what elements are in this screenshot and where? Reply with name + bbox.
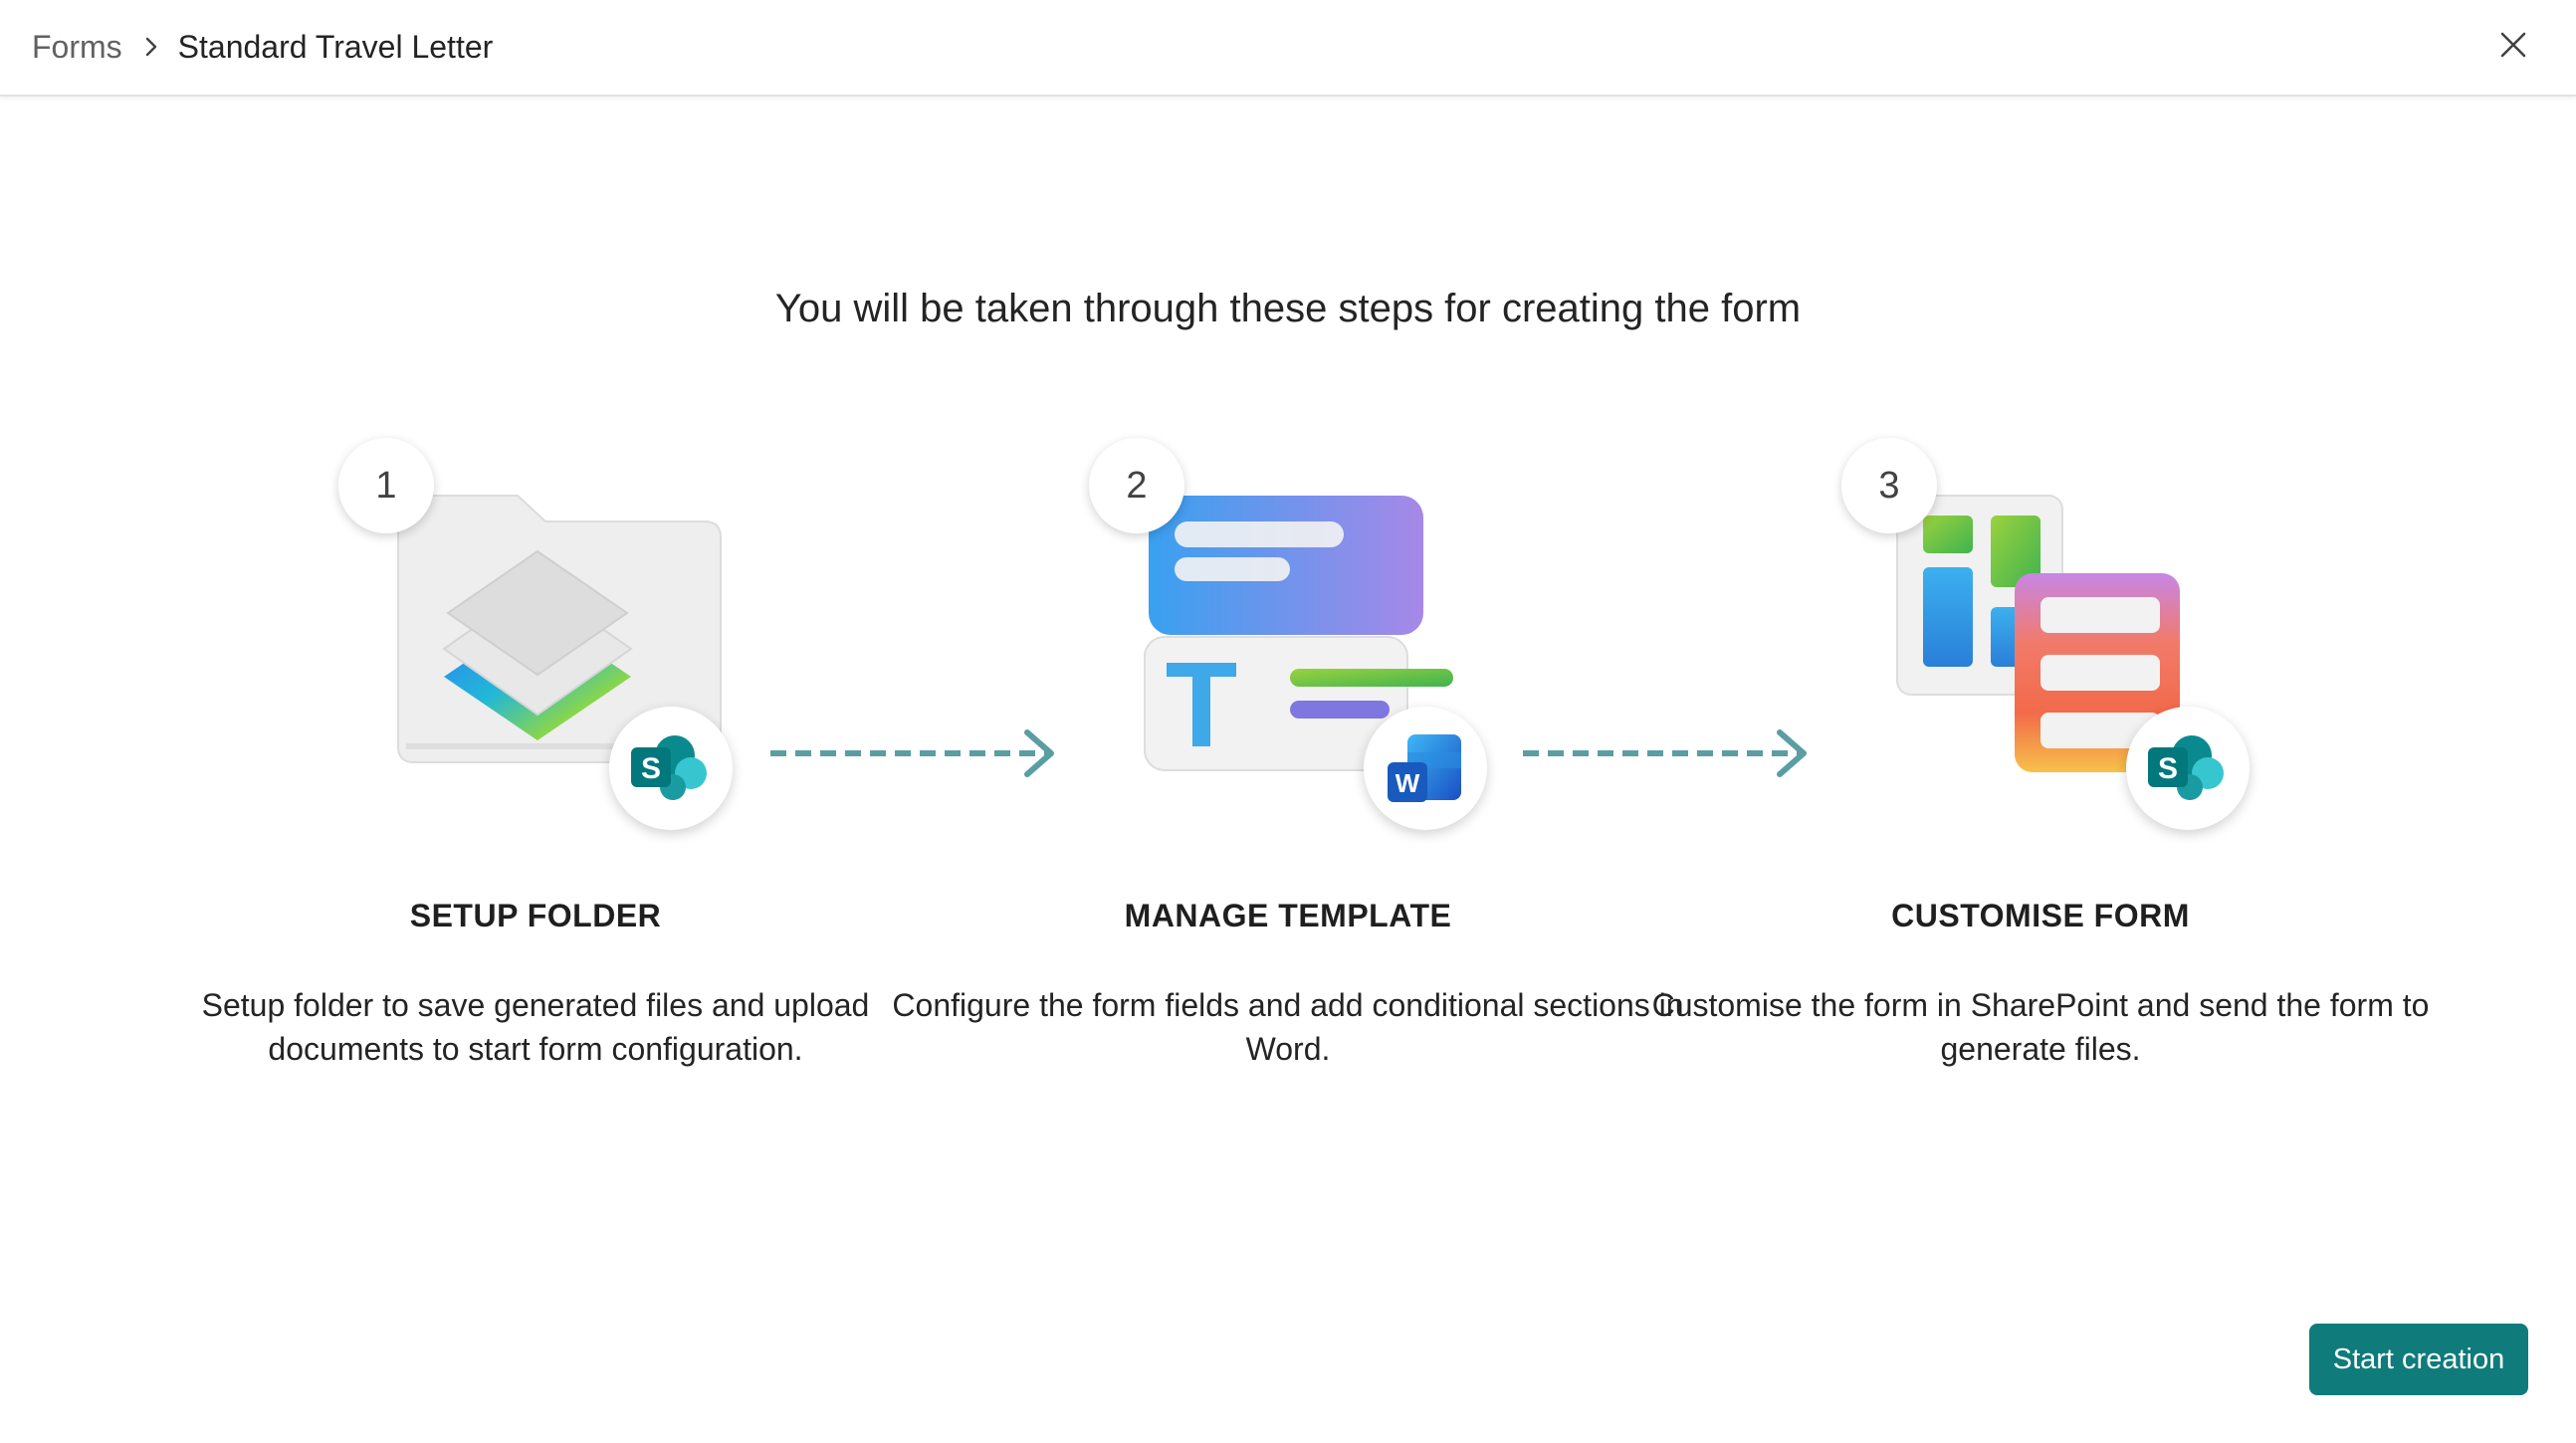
step-title: SETUP FOLDER <box>409 898 662 933</box>
template-illustration: 2 W <box>890 418 1686 836</box>
close-icon <box>2500 32 2526 58</box>
close-button[interactable] <box>2488 20 2538 70</box>
dashed-arrow-icon <box>1523 729 1807 777</box>
sharepoint-icon: S <box>2126 707 2250 830</box>
step-title: MANAGE TEMPLATE <box>1124 898 1452 933</box>
sharepoint-letter: S <box>641 752 661 785</box>
sharepoint-letter: S <box>2158 752 2178 785</box>
dialog-header: Forms Standard Travel Letter <box>0 0 2576 97</box>
document-template-icon <box>1144 496 1453 771</box>
word-icon: W <box>1364 707 1487 830</box>
chevron-right-icon <box>142 36 160 58</box>
sharepoint-icon: S <box>609 707 733 830</box>
dashed-arrow-icon <box>770 729 1054 777</box>
breadcrumb: Forms Standard Travel Letter <box>32 22 493 72</box>
step-description: Configure the form fields and add condit… <box>892 987 1684 1067</box>
breadcrumb-current: Standard Travel Letter <box>177 28 494 65</box>
breadcrumb-forms-link[interactable]: Forms <box>32 28 122 65</box>
step-number-badge: 3 <box>1841 438 1937 533</box>
step-number-badge: 2 <box>1089 438 1184 533</box>
folder-icon <box>397 495 722 763</box>
step-description: Setup folder to save generated files and… <box>201 987 870 1067</box>
form-illustration: 3 S <box>1642 418 2439 836</box>
step-description: Customise the form in SharePoint and sen… <box>1651 987 2430 1067</box>
start-creation-button[interactable]: Start creation <box>2309 1324 2528 1395</box>
step-title: CUSTOMISE FORM <box>1891 898 2190 933</box>
form-layout-icon <box>1896 495 2180 772</box>
word-letter: W <box>1395 768 1420 798</box>
step-number-badge: 1 <box>338 438 434 533</box>
folder-illustration: 1 S <box>137 418 934 836</box>
page-headline: You will be taken through these steps fo… <box>774 287 1802 330</box>
